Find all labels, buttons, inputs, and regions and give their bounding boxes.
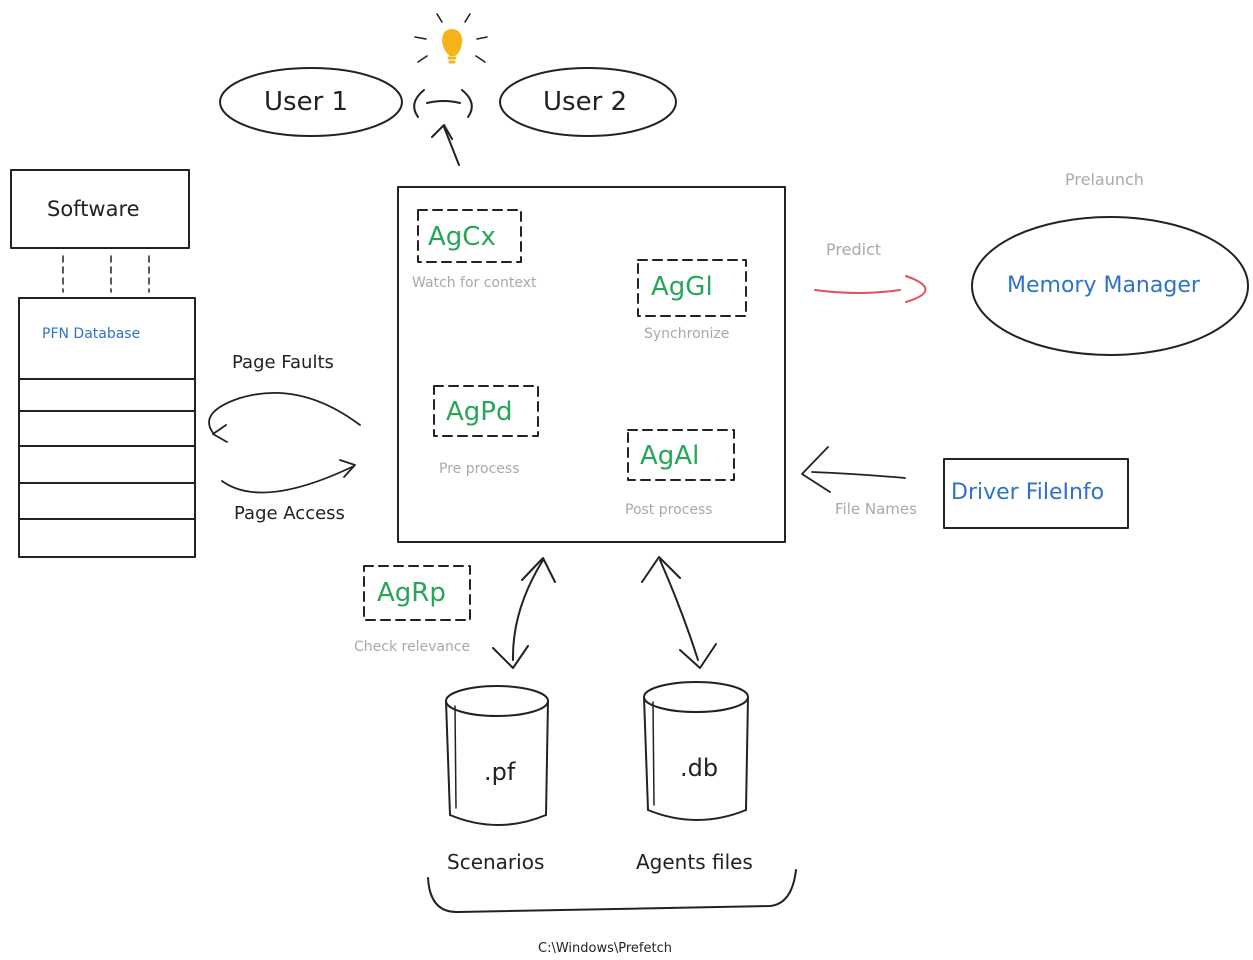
arrow-to-users bbox=[431, 124, 460, 166]
user-1-label: User 1 bbox=[264, 87, 349, 117]
page-access-label: Page Access bbox=[234, 503, 345, 524]
predict-arrow bbox=[814, 275, 927, 303]
memory-manager-label: Memory Manager bbox=[1007, 273, 1200, 298]
agpd-caption: Pre process bbox=[439, 461, 520, 477]
scenarios-double-arrow bbox=[492, 557, 556, 669]
aggl-frame bbox=[637, 259, 747, 317]
agents-files-label: Agents files bbox=[636, 850, 753, 874]
agents-box bbox=[397, 186, 786, 543]
pf-extension-label: .pf bbox=[484, 758, 516, 786]
db-extension-label: .db bbox=[680, 754, 719, 782]
aggl-caption: Synchronize bbox=[644, 326, 730, 342]
file-names-arrow bbox=[801, 446, 906, 493]
file-names-label: File Names bbox=[835, 500, 917, 518]
agcx-frame bbox=[417, 209, 522, 263]
agal-code: AgAl bbox=[640, 441, 700, 471]
software-box bbox=[10, 169, 190, 249]
page-faults-arrow bbox=[208, 392, 361, 443]
agal-caption: Post process bbox=[625, 502, 713, 518]
scenarios-label: Scenarios bbox=[447, 850, 545, 874]
agcx-code: AgCx bbox=[428, 222, 496, 252]
agpd-frame bbox=[433, 385, 539, 437]
driver-fileinfo-box bbox=[943, 458, 1129, 529]
agrp-caption: Check relevance bbox=[354, 639, 471, 655]
agrp-code: AgRp bbox=[377, 578, 446, 608]
predict-label: Predict bbox=[826, 240, 882, 259]
software-label: Software bbox=[47, 197, 140, 221]
pfn-database-table bbox=[18, 297, 196, 558]
pfn-database-label: PFN Database bbox=[42, 326, 141, 342]
agrp-frame bbox=[363, 565, 471, 621]
prefetch-path-label: C:\Windows\Prefetch bbox=[538, 941, 672, 956]
pf-cylinder bbox=[445, 685, 549, 826]
user-2-label: User 2 bbox=[543, 87, 628, 117]
agents-files-double-arrow bbox=[641, 556, 717, 669]
aggl-code: AgGl bbox=[651, 272, 713, 302]
user-1-bubble bbox=[219, 67, 403, 137]
user-2-bubble bbox=[499, 67, 677, 137]
db-cylinder bbox=[643, 681, 749, 821]
memory-manager-bubble bbox=[971, 216, 1249, 356]
prefetch-brace bbox=[427, 869, 797, 914]
lightbulb-icon bbox=[414, 13, 488, 64]
prelaunch-label: Prelaunch bbox=[1065, 170, 1144, 189]
agal-frame bbox=[627, 429, 735, 481]
page-faults-label: Page Faults bbox=[232, 352, 334, 373]
page-access-arrow bbox=[221, 459, 356, 494]
face-icon bbox=[413, 89, 473, 118]
agpd-code: AgPd bbox=[446, 397, 513, 427]
driver-fileinfo-label: Driver FileInfo bbox=[951, 480, 1105, 505]
agcx-caption: Watch for context bbox=[412, 275, 537, 291]
